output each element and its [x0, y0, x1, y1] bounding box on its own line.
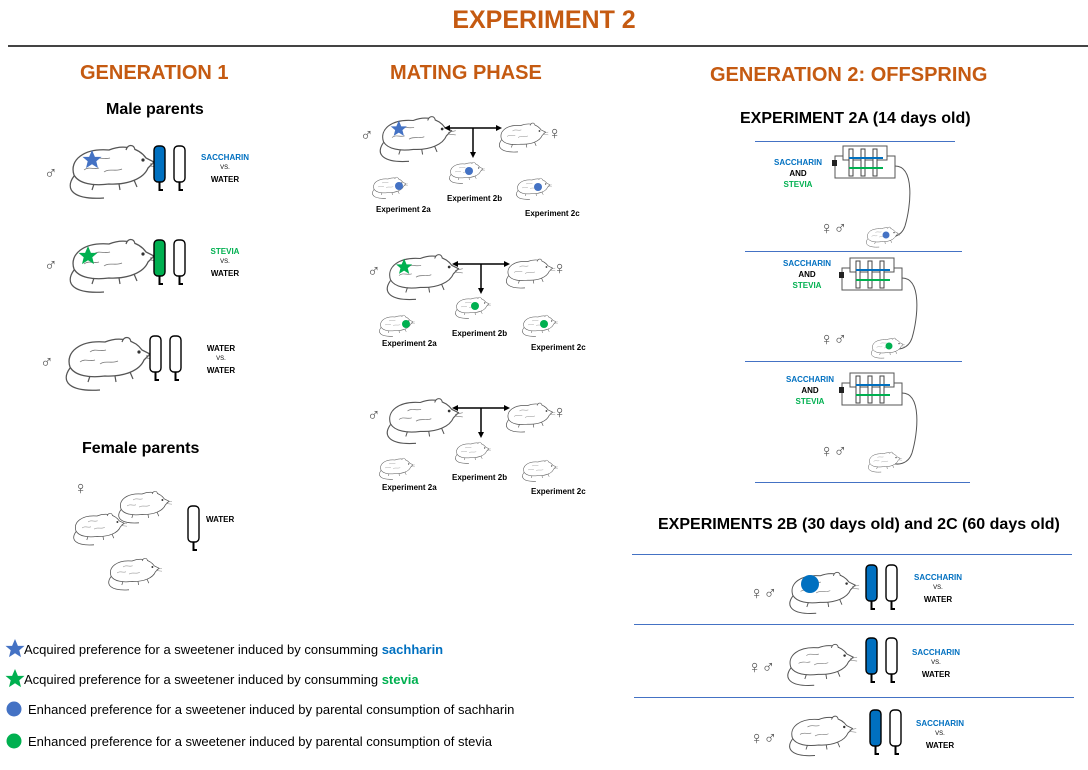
legend-green-star: Acquired preference for a sweetener indu… [5, 669, 419, 688]
divider [755, 482, 970, 483]
male-symbol: ♂ [367, 261, 381, 281]
female-male-symbols: ♀♂ [820, 329, 847, 349]
mating-arrows [452, 405, 510, 438]
bottle-pair [865, 637, 898, 683]
pup-rat [871, 337, 906, 359]
blue-dot-icon [6, 701, 22, 717]
male-symbol: ♂ [40, 352, 54, 372]
exp-2a-label: Experiment 2a [376, 205, 431, 214]
male-group-1-label: SACCHARIN VS. WATER [201, 153, 249, 184]
exp2a-row2-label: SACCHARIN AND STEVIA [783, 259, 831, 290]
exp-2b-label: Experiment 2b [452, 473, 508, 482]
pup-rat [866, 226, 901, 248]
female-parents-label: Female parents [82, 440, 200, 457]
exp-2c-label: Experiment 2c [525, 209, 580, 218]
female-male-symbols: ♀♂ [748, 657, 775, 677]
male-group-3-label: WATER VS. WATER [206, 344, 236, 375]
legend-blue-dot: Enhanced preference for a sweetener indu… [6, 701, 514, 717]
offspring-adult-rat [789, 715, 857, 757]
exp2bc-row1-label: SACCHARIN VS. WATER [914, 573, 962, 604]
blue-star-icon [5, 639, 25, 658]
mating-arrows [452, 261, 510, 294]
male-symbol: ♂ [44, 163, 58, 183]
male-rat-stevia [69, 238, 160, 293]
offspring-rat [522, 459, 559, 482]
green-dot-icon [6, 733, 22, 749]
exp-2c-label: Experiment 2c [531, 487, 586, 496]
legend-green-dot: Enhanced preference for a sweetener indu… [6, 733, 492, 749]
exp2bc-title: EXPERIMENTS 2B (30 days old) and 2C (60 … [658, 516, 1060, 533]
male-rat-water [65, 336, 156, 391]
offspring-rat [379, 314, 416, 337]
bottle-pair [153, 145, 186, 191]
offspring-rat [455, 441, 492, 464]
mating-arrows [444, 125, 502, 158]
female-bottle-label: WATER [206, 515, 235, 524]
bottle-pair [865, 564, 898, 610]
female-rat [108, 557, 163, 591]
female-male-symbols: ♀♂ [750, 728, 777, 748]
male-parents-label: Male parents [106, 101, 204, 118]
mating-female-rat [499, 122, 549, 153]
exp2a-row3-label: SACCHARIN AND STEVIA [786, 375, 834, 406]
offspring-adult-rat [787, 643, 858, 686]
offspring-rat [516, 177, 553, 200]
exp-2a-label: Experiment 2a [382, 339, 437, 348]
legend-blue-star: Acquired preference for a sweetener indu… [5, 639, 443, 658]
bottle-pair [869, 709, 902, 755]
offspring-rat [522, 314, 559, 337]
female-male-symbols: ♀♂ [750, 583, 777, 603]
exp2a-apparatus [838, 372, 918, 465]
divider [634, 624, 1074, 625]
female-symbol: ♀ [553, 402, 567, 422]
exp-2a-label: Experiment 2a [382, 483, 437, 492]
exp2bc-row2-label: SACCHARIN VS. WATER [912, 648, 960, 679]
offspring-adult-rat [789, 571, 860, 614]
exp-2c-label: Experiment 2c [531, 343, 586, 352]
title-divider [8, 45, 1088, 47]
male-group-2-label: STEVIA VS. WATER [210, 247, 240, 278]
divider [634, 697, 1074, 698]
green-star-icon [5, 669, 25, 688]
female-male-symbols: ♀♂ [820, 218, 847, 238]
offspring-rat [455, 296, 492, 319]
divider [632, 554, 1072, 555]
divider [745, 251, 962, 252]
divider [745, 361, 962, 362]
male-symbol: ♂ [360, 125, 374, 145]
page-title: EXPERIMENT 2 [452, 6, 636, 34]
female-male-symbols: ♀♂ [820, 441, 847, 461]
female-rat [73, 512, 128, 546]
exp2a-title: EXPERIMENT 2A (14 days old) [740, 110, 971, 127]
bottle-pair [149, 335, 182, 381]
female-symbol: ♀ [74, 478, 88, 498]
offspring-rat [372, 176, 409, 199]
female-symbol: ♀ [553, 258, 567, 278]
bottle-pair [153, 239, 186, 285]
male-symbol: ♂ [44, 255, 58, 275]
exp-2b-label: Experiment 2b [447, 194, 503, 203]
water-bottle [187, 505, 200, 551]
divider [755, 141, 955, 142]
male-rat-saccharin [69, 144, 160, 199]
mating-heading: MATING PHASE [390, 62, 542, 84]
exp2bc-row3-label: SACCHARIN VS. WATER [916, 719, 964, 750]
offspring-rat [449, 161, 486, 184]
exp-2b-label: Experiment 2b [452, 329, 508, 338]
generation1-heading: GENERATION 1 [80, 62, 229, 84]
offspring-rat [379, 457, 416, 480]
female-symbol: ♀ [548, 123, 562, 143]
pup-rat [868, 451, 903, 473]
generation2-heading: GENERATION 2: OFFSPRING [710, 64, 988, 86]
male-symbol: ♂ [367, 405, 381, 425]
exp2a-row1-label: SACCHARIN AND STEVIA [774, 158, 822, 189]
